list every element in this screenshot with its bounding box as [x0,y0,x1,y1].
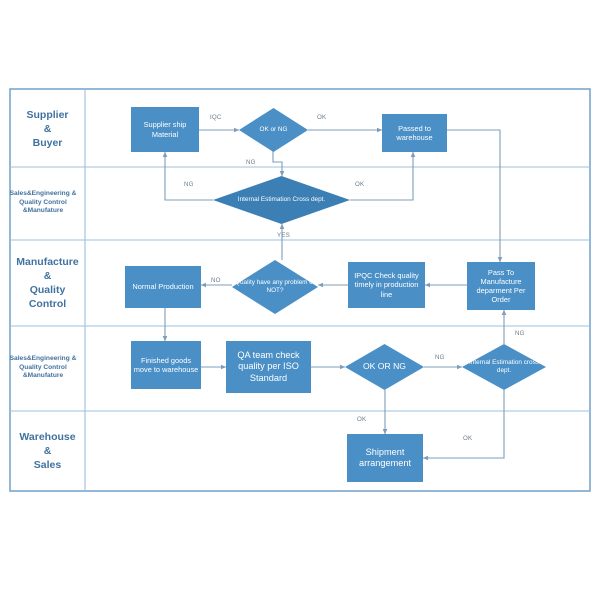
node-ipqc-check-quality[interactable]: IPQC Check quality timely in production … [348,262,425,308]
diamond-shape [213,176,350,224]
node-qa-team-check-quality[interactable]: QA team check quality per ISO Standard [226,341,311,393]
swimlane-frame [9,88,591,492]
decision-ok-or-ng-1-label: OK or NG [259,125,288,133]
diamond-shape [462,344,546,390]
diamond-shape [345,344,424,390]
decision-quality-have-any-problem[interactable]: Quality have any problem or NOT? [232,260,318,314]
decision-internal-estimation-2-label: Internal Estimation cross dept. [469,358,539,374]
decision-internal-estimation-1-label: Internal Estimation Cross dept. [237,195,326,203]
node-shipment-arrangement[interactable]: Shipment arrangement [347,434,423,482]
node-finished-goods-move-to-warehouse[interactable]: Finished goods move to warehouse [131,341,201,389]
decision-internal-estimation-cross-dept-2[interactable]: Internal Estimation cross dept. [462,344,546,390]
node-normal-production[interactable]: Normal Production [125,266,201,308]
decision-quality-problem-label: Quality have any problem or NOT? [235,278,315,294]
decision-ok-or-ng-2[interactable]: OK OR NG [345,344,424,390]
node-pass-to-manufacture[interactable]: Pass To Manufacture deparment Per Order [467,262,535,310]
decision-internal-estimation-cross-dept-1[interactable]: Internal Estimation Cross dept. [213,176,350,224]
decision-ok-or-ng-1[interactable]: OK or NG [239,108,308,152]
decision-ok-or-ng-2-label: OK OR NG [363,361,406,372]
node-supplier-ship-material[interactable]: Supplier ship Material [131,107,199,152]
diamond-shape [232,260,318,314]
diamond-shape [239,108,308,152]
connectors [162,127,507,461]
node-passed-to-warehouse[interactable]: Passed to warehouse [382,114,447,152]
